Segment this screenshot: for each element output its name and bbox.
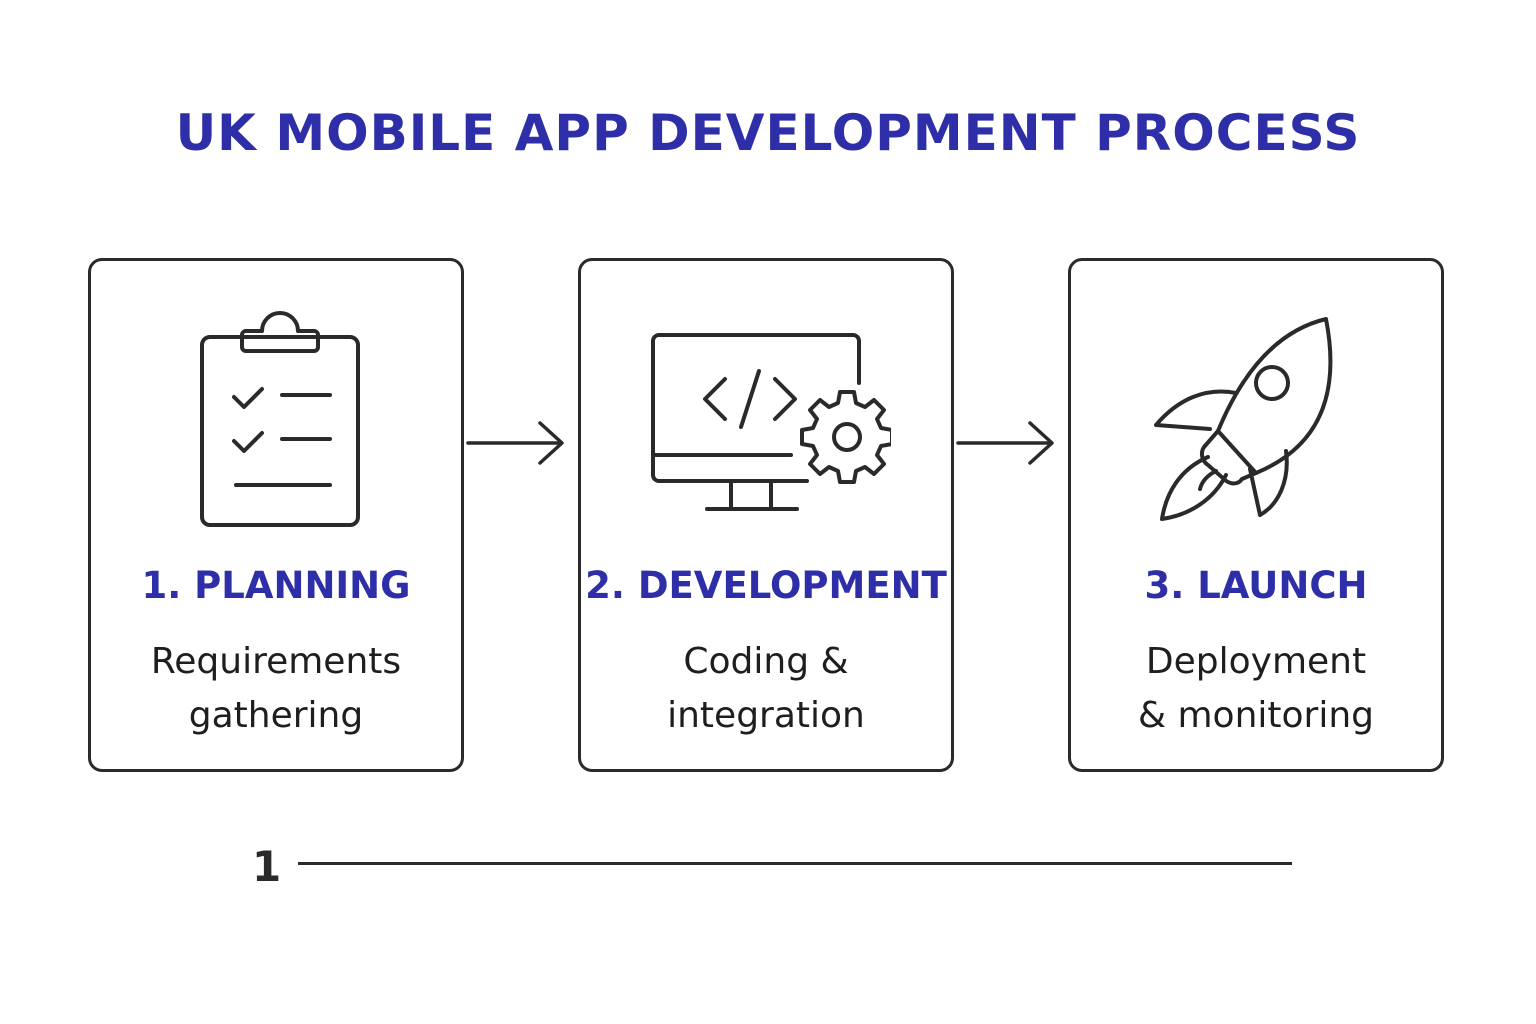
timeline-line — [298, 862, 1292, 865]
step-title: 2. DEVELOPMENT — [585, 564, 947, 607]
clipboard-checklist-icon — [91, 301, 461, 541]
step-description-line: Requirements — [150, 641, 402, 682]
step-description-line: Coding & — [683, 641, 849, 682]
step-card-planning: 1. PLANNING Requirements gathering — [88, 258, 464, 772]
step-card-development: 2. DEVELOPMENT Coding & integration — [578, 258, 954, 772]
step-card-launch: 3. LAUNCH Deployment & monitoring — [1068, 258, 1444, 772]
diagram-title: UK MOBILE APP DEVELOPMENT PROCESS — [175, 104, 1361, 162]
step-description: Requirements gathering — [111, 635, 441, 743]
timeline-label: 1 — [252, 842, 282, 891]
step-description-line: Deployment — [1145, 641, 1367, 682]
arrow-right-icon — [956, 421, 1054, 465]
arrow-right-icon — [466, 421, 564, 465]
step-description: Deployment & monitoring — [1091, 635, 1421, 743]
step-title: 3. LAUNCH — [1144, 564, 1368, 607]
monitor-code-gear-icon — [581, 301, 951, 541]
step-description-line: integration — [667, 695, 865, 736]
step-description-line: & monitoring — [1137, 695, 1375, 736]
step-description: Coding & integration — [601, 635, 931, 743]
step-title: 1. PLANNING — [141, 564, 411, 607]
rocket-icon — [1071, 301, 1441, 541]
step-description-line: gathering — [188, 695, 364, 736]
